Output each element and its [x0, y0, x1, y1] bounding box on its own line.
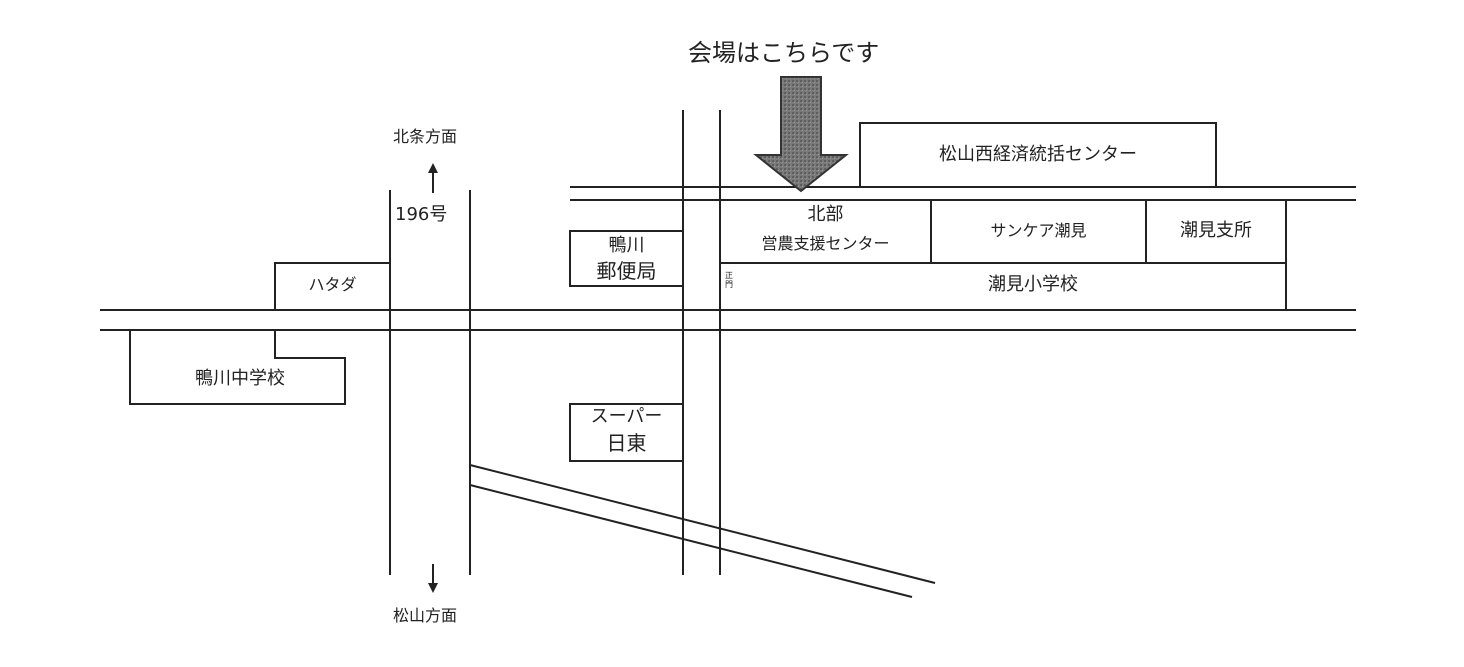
route-196-label: 196号 [395, 204, 448, 226]
kamogawa-post-office-building [569, 230, 684, 287]
shiomi-school-label: 潮見小学校 [988, 274, 1078, 295]
shiomi-branch-label: 潮見支所 [1180, 220, 1252, 241]
hokubu-center-label-line2: 営農支援センター [761, 234, 890, 253]
hokubu-center-label-line1: 北部 [807, 204, 844, 225]
north-arrow-icon [428, 163, 438, 193]
kamogawa-jhs-label: 鴨川中学校 [195, 368, 285, 389]
south-arrow-icon [428, 564, 438, 593]
super-nitto-building [569, 403, 684, 462]
sankea-shiomi-label: サンケア潮見 [990, 221, 1087, 240]
super-label-line2: 日東 [606, 431, 647, 455]
kamogawa-jhs-building [129, 330, 346, 405]
hatada-label: ハタダ [308, 275, 357, 294]
venue-callout-text: 会場はこちらです [688, 39, 880, 67]
kamogawa-post-label-line2: 郵便局 [596, 259, 657, 283]
super-label-line1: スーパー [590, 406, 663, 427]
kamogawa-post-label-line1: 鴨川 [608, 235, 645, 256]
south-direction-label: 松山方面 [393, 606, 458, 625]
diagonal-road-south-edge [469, 484, 913, 598]
diagonal-road-north-edge [469, 464, 936, 584]
venue-pointer-arrow-icon [753, 76, 849, 193]
hatada-building [274, 262, 391, 311]
main-gate-label: 正門 [725, 271, 733, 289]
north-direction-label: 北条方面 [393, 127, 458, 146]
matsuyama-nishi-center-building [859, 122, 1217, 188]
matsuyama-nishi-center-label: 松山西経済統括センター [939, 144, 1137, 165]
